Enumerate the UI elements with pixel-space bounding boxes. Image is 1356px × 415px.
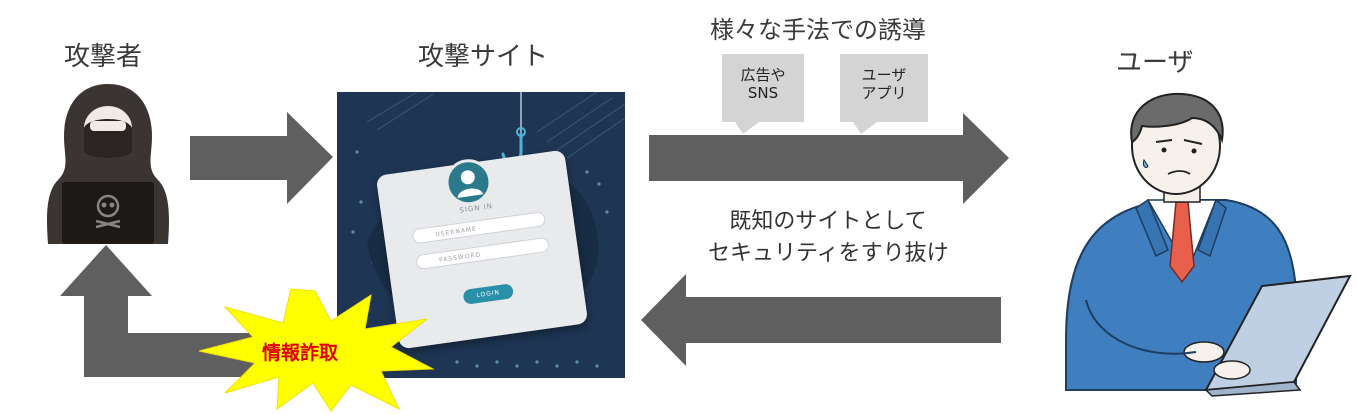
user-avatar-icon	[442, 156, 495, 209]
arrow-attacker-to-site	[190, 112, 333, 204]
callout-ads-sns-line-1: 広告や	[740, 66, 786, 84]
bypass-note: 既知のサイトとして セキュリティをすり抜け	[708, 206, 949, 270]
attack-site-panel: SIGN IN USERNAME PASSWORD LOGIN	[337, 92, 625, 378]
lure-title: 様々な手法での誘導	[710, 16, 926, 44]
info-theft-burst	[198, 288, 435, 412]
attacker-label: 攻撃者	[64, 42, 143, 72]
signin-card: SIGN IN USERNAME PASSWORD LOGIN	[375, 149, 589, 350]
callout-ads-sns-tail	[735, 122, 759, 134]
user-label: ユーザ	[1116, 48, 1194, 78]
callout-ads-sns-line-2: SNS	[747, 84, 779, 102]
callout-user-app: ユーザ アプリ	[840, 54, 928, 122]
bypass-note-line-2: セキュリティをすり抜け	[708, 241, 949, 266]
callout-user-app-line-1: ユーザ	[861, 66, 907, 84]
info-theft-label: 情報詐取	[262, 342, 339, 364]
businessman-laptop-icon	[1065, 92, 1352, 397]
attack-site-label: 攻撃サイト	[418, 42, 549, 72]
callout-user-app-line-2: アプリ	[861, 84, 907, 102]
callout-ads-sns: 広告や SNS	[722, 54, 804, 122]
password-field[interactable]: PASSWORD	[415, 236, 550, 271]
arrow-site-to-user	[649, 113, 1009, 204]
bypass-note-line-1: 既知のサイトとして	[729, 209, 927, 234]
callout-user-app-tail	[853, 122, 877, 134]
login-button[interactable]: LOGIN	[462, 283, 515, 305]
hooded-hacker-icon	[47, 84, 169, 244]
arrow-user-to-site	[641, 274, 1001, 366]
